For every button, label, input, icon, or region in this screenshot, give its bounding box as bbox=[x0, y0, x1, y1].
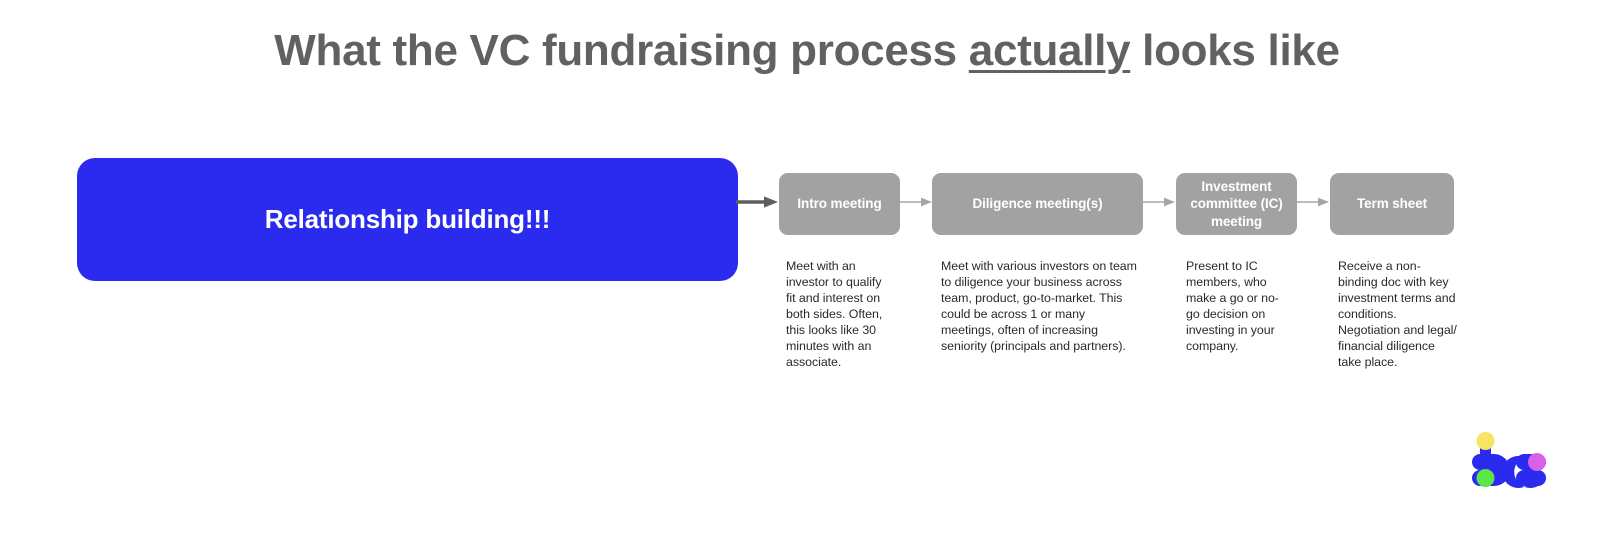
logo-c-shape bbox=[1502, 456, 1538, 488]
stage-investment-committee-meeting[interactable]: Investment committee (IC) meeting bbox=[1176, 173, 1297, 235]
stage-investment-committee-meeting-description: Present to IC members, who make a go or … bbox=[1186, 259, 1279, 353]
stage-term-sheet-description: Receive a non-binding doc with key inves… bbox=[1338, 259, 1457, 369]
connector-intro-to-diligence bbox=[900, 197, 932, 207]
stage-intro-meeting[interactable]: Intro meeting bbox=[779, 173, 900, 235]
connector-diligence-to-ic bbox=[1143, 197, 1175, 207]
logo-accent-dot-green bbox=[1476, 469, 1495, 487]
logo-accent-dot-magenta bbox=[1528, 453, 1546, 471]
stage-relationship-building-label: Relationship building!!! bbox=[264, 204, 551, 234]
bc-monogram-logo bbox=[1472, 432, 1546, 488]
stage-intro-meeting-label: Intro meeting bbox=[797, 196, 882, 212]
stage-diligence-meetings[interactable]: Diligence meeting(s) bbox=[932, 173, 1143, 235]
connector-ic-to-term-sheet bbox=[1297, 197, 1329, 207]
stage-investment-committee-meeting-label: Investment committee (IC) meeting bbox=[1190, 179, 1283, 229]
page-title-segment-trailing: looks like bbox=[1130, 26, 1340, 75]
connector-primary-to-intro bbox=[736, 196, 778, 208]
stage-intro-meeting-description: Meet with an investor to qualify fit and… bbox=[786, 259, 883, 369]
page-title-emphasis: actually bbox=[968, 26, 1131, 75]
logo-accent-dot-yellow bbox=[1476, 432, 1495, 450]
stage-diligence-meetings-label: Diligence meeting(s) bbox=[972, 196, 1103, 212]
stage-term-sheet-label: Term sheet bbox=[1356, 196, 1428, 212]
page-title: What the VC fundraising process actually… bbox=[0, 26, 1614, 76]
stage-relationship-building[interactable]: Relationship building!!! bbox=[77, 158, 738, 281]
stage-term-sheet[interactable]: Term sheet bbox=[1330, 173, 1454, 235]
stage-diligence-meetings-description: Meet with various investors on team to d… bbox=[941, 259, 1137, 353]
logo-c-bottom-arm bbox=[1516, 470, 1546, 486]
page-title-segment-leading: What the VC fundraising process bbox=[274, 26, 969, 75]
